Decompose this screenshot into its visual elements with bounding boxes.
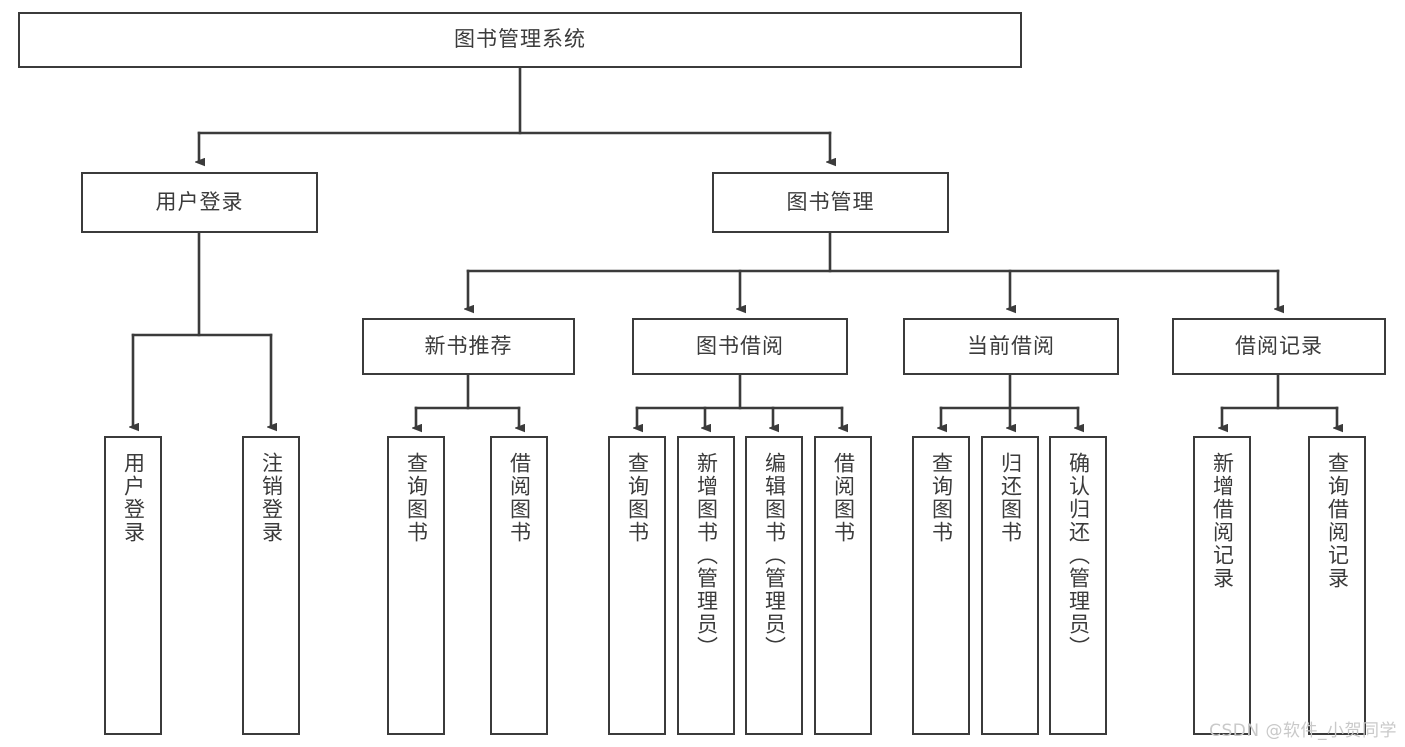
node-book-manage[interactable]: 图书管理 [712,172,949,233]
node-root-label: 图书管理系统 [454,27,586,52]
leaf-borrow-book-newbook[interactable]: 借阅图书 [490,436,548,735]
leaf-user-login-label: 用户登录 [121,452,146,544]
node-borrow-records[interactable]: 借阅记录 [1172,318,1386,375]
leaf-return-book[interactable]: 归还图书 [981,436,1039,735]
watermark: CSDN @软件_小贺同学 [1209,721,1397,741]
node-current-borrow-label: 当前借阅 [967,333,1055,358]
leaf-query-borrow-record[interactable]: 查询借阅记录 [1308,436,1366,735]
leaf-logout[interactable]: 注销登录 [242,436,300,735]
node-book-borrow-label: 图书借阅 [696,333,784,358]
leaf-add-borrow-record[interactable]: 新增借阅记录 [1193,436,1251,735]
node-new-book-recommend-label: 新书推荐 [424,333,513,358]
leaf-confirm-return-admin-label: 确认归还（管理员） [1066,452,1091,659]
leaf-query-book-current-label: 查询图书 [929,452,954,544]
leaf-borrow-book-newbook-label: 借阅图书 [507,452,532,544]
leaf-return-book-label: 归还图书 [998,452,1023,544]
leaf-query-book-borrow[interactable]: 查询图书 [608,436,666,735]
leaf-add-borrow-record-label: 新增借阅记录 [1210,452,1235,590]
leaf-borrow-book-borrow[interactable]: 借阅图书 [814,436,872,735]
node-user-login-label: 用户登录 [155,189,244,214]
node-root[interactable]: 图书管理系统 [18,12,1022,68]
leaf-query-book-borrow-label: 查询图书 [625,452,650,544]
leaf-query-book-newbook[interactable]: 查询图书 [387,436,445,735]
leaf-user-login[interactable]: 用户登录 [104,436,162,735]
leaf-edit-book-admin-label: 编辑图书（管理员） [762,452,787,659]
node-book-manage-label: 图书管理 [786,189,875,214]
node-user-login[interactable]: 用户登录 [81,172,318,233]
leaf-logout-label: 注销登录 [259,452,284,544]
leaf-query-book-newbook-label: 查询图书 [404,452,429,544]
node-new-book-recommend[interactable]: 新书推荐 [362,318,575,375]
node-current-borrow[interactable]: 当前借阅 [903,318,1119,375]
leaf-edit-book-admin[interactable]: 编辑图书（管理员） [745,436,803,735]
leaf-confirm-return-admin[interactable]: 确认归还（管理员） [1049,436,1107,735]
leaf-query-borrow-record-label: 查询借阅记录 [1325,452,1350,590]
leaf-borrow-book-borrow-label: 借阅图书 [831,452,856,544]
leaf-add-book-admin-label: 新增图书（管理员） [694,452,719,659]
leaf-query-book-current[interactable]: 查询图书 [912,436,970,735]
node-borrow-records-label: 借阅记录 [1235,333,1323,358]
node-book-borrow[interactable]: 图书借阅 [632,318,848,375]
leaf-add-book-admin[interactable]: 新增图书（管理员） [677,436,735,735]
